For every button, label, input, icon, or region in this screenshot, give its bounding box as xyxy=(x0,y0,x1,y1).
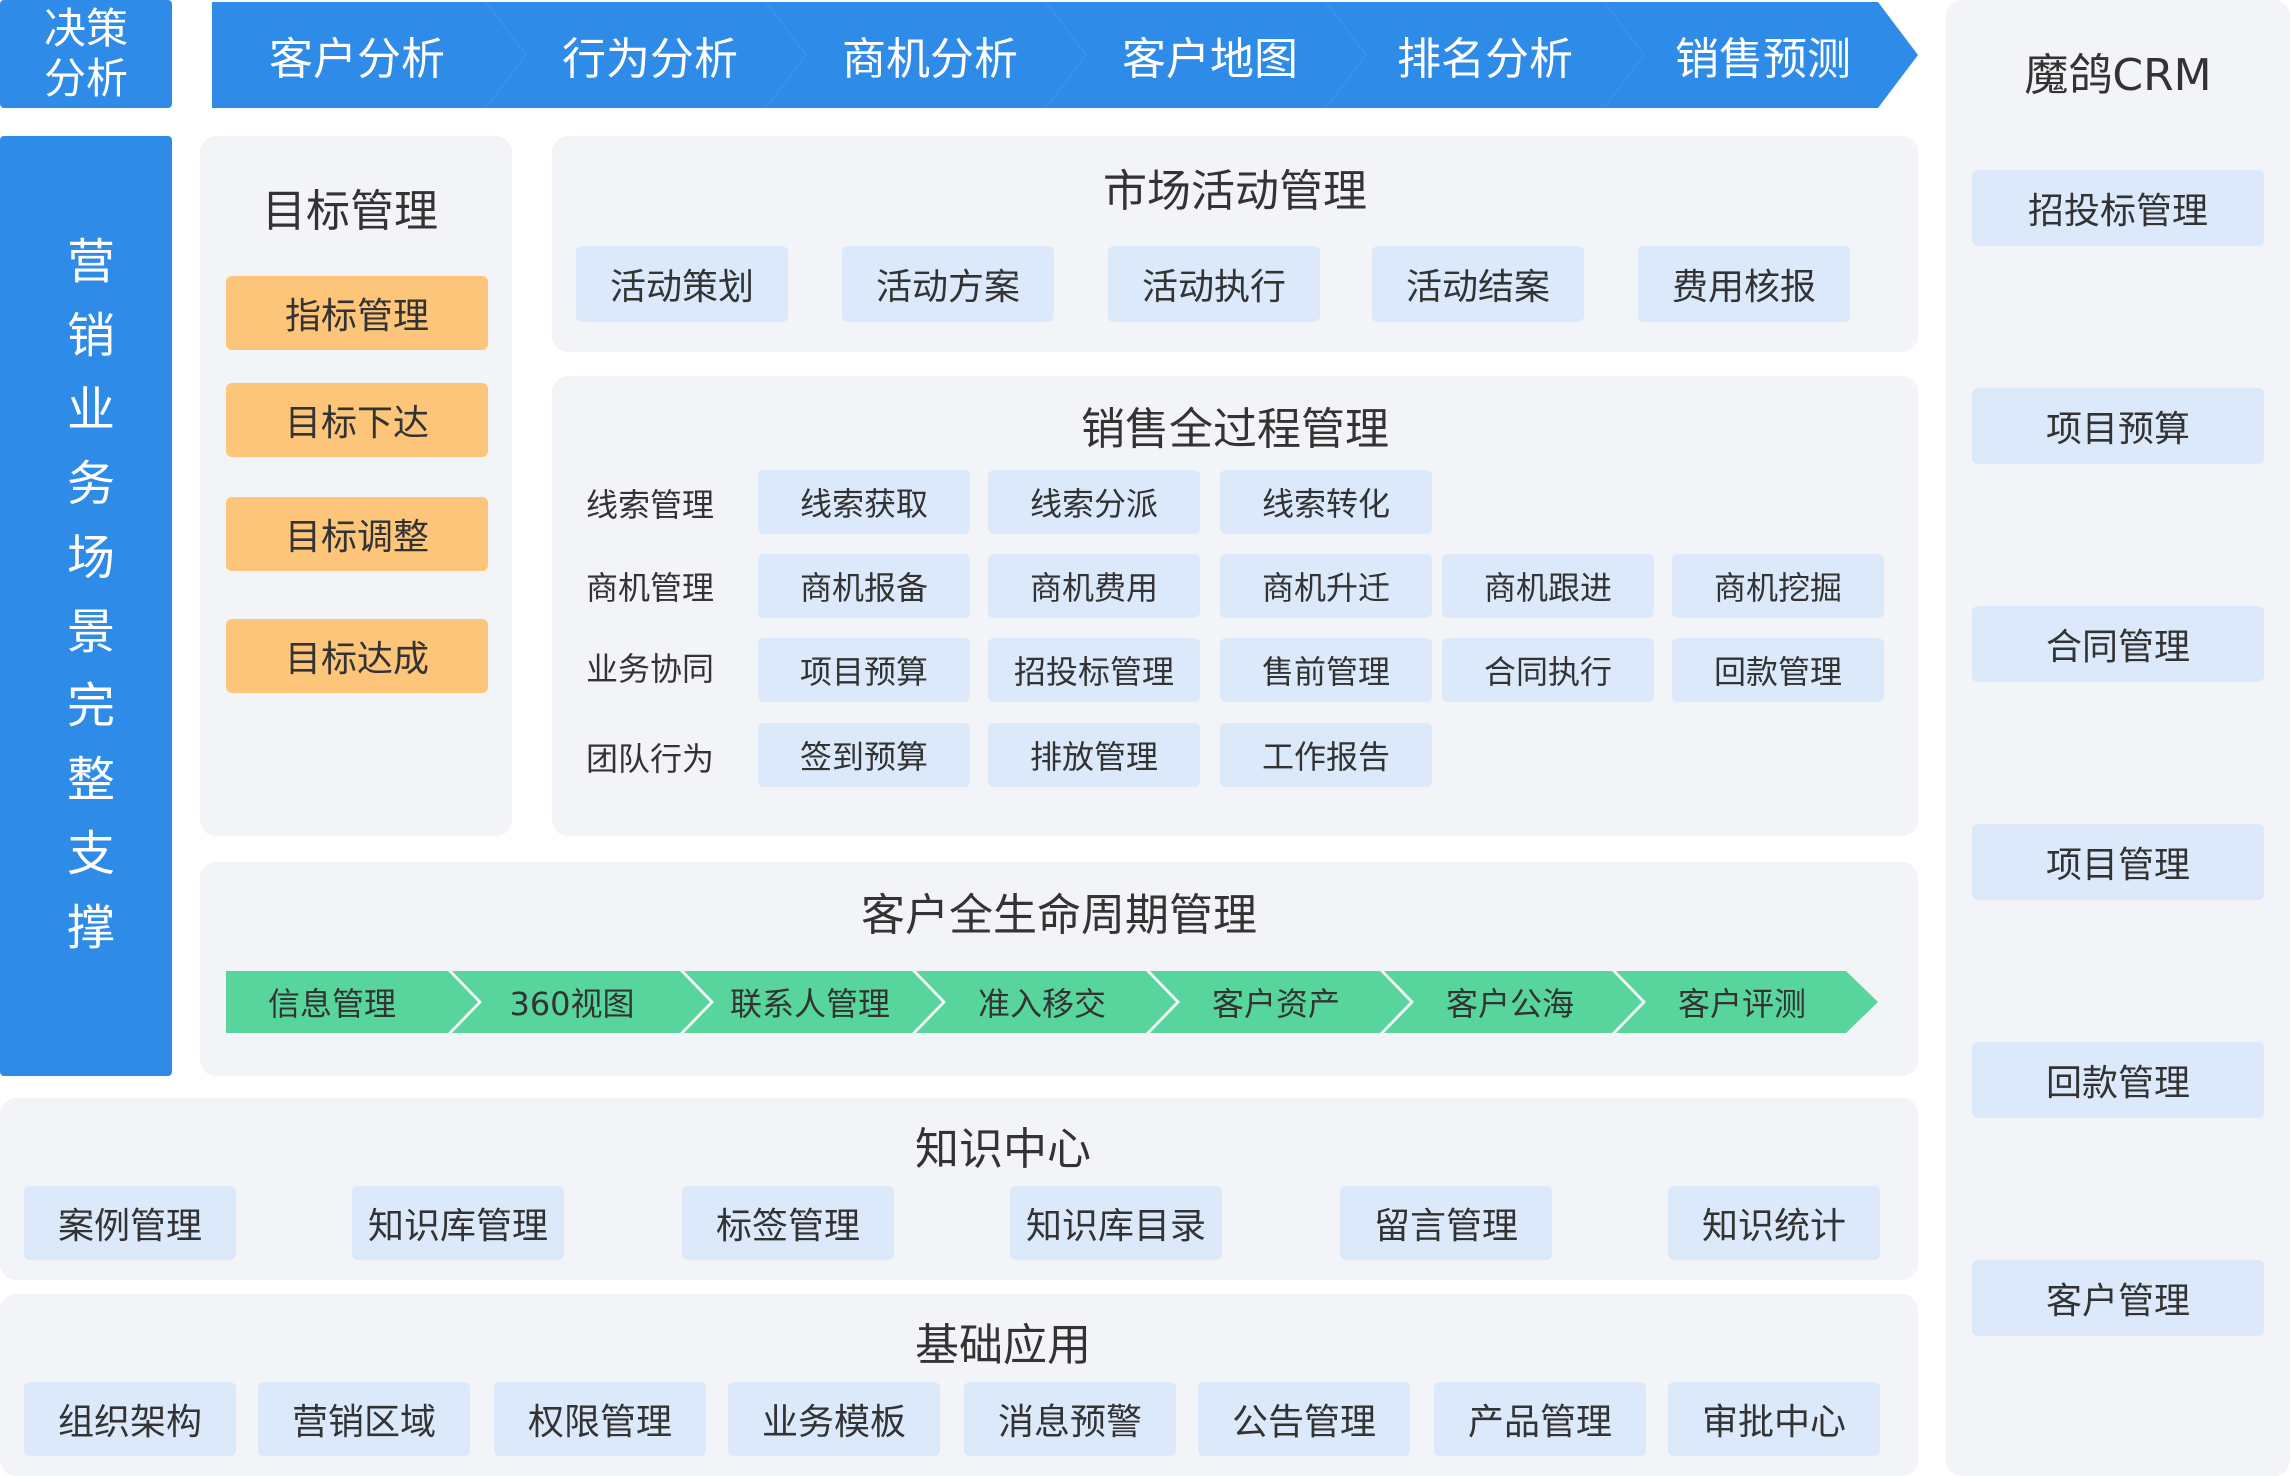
top-flow-arrow-3 xyxy=(766,2,1086,108)
basic-app-item-8[interactable]: 审批中心 xyxy=(1668,1382,1880,1456)
knowledge-item-1[interactable]: 案例管理 xyxy=(24,1186,236,1260)
lifecycle-arrow-7 xyxy=(1616,971,1878,1033)
market-activity-title: 市场活动管理 xyxy=(1103,166,1367,217)
top-flow-arrow-5 xyxy=(1326,2,1644,108)
sales-row1-item-2[interactable]: 线索分派 xyxy=(988,470,1200,534)
decision-label-line2: 分析 xyxy=(43,54,128,103)
market-activity-item-1[interactable]: 活动策划 xyxy=(576,246,788,322)
lifecycle-arrow-3 xyxy=(684,971,942,1033)
market-activity-item-5[interactable]: 费用核报 xyxy=(1638,246,1850,322)
top-flow-arrow-1 xyxy=(212,2,526,108)
lifecycle-arrow-6 xyxy=(1384,971,1642,1033)
market-activity-item-2[interactable]: 活动方案 xyxy=(842,246,1054,322)
sales-row2-item-5[interactable]: 商机挖掘 xyxy=(1672,554,1884,618)
target-item-3[interactable]: 目标调整 xyxy=(226,497,488,571)
sales-row1-item-3[interactable]: 线索转化 xyxy=(1220,470,1432,534)
knowledge-item-3[interactable]: 标签管理 xyxy=(682,1186,894,1260)
sales-row3-item-4[interactable]: 合同执行 xyxy=(1442,638,1654,702)
sales-row4-item-1[interactable]: 签到预算 xyxy=(758,723,970,787)
lifecycle-step-3: 联系人管理 xyxy=(729,985,890,1023)
sales-process-title: 销售全过程管理 xyxy=(1081,404,1389,455)
customer-lifecycle-flow xyxy=(226,971,1878,1033)
customer-lifecycle-panel xyxy=(200,862,1918,1076)
decision-label-line1: 决策 xyxy=(43,4,128,53)
top-flow-label-2: 行为分析 xyxy=(562,34,738,85)
lifecycle-arrow-2 xyxy=(452,971,710,1033)
top-flow-arrow-6 xyxy=(1604,2,1918,108)
target-management-title: 目标管理 xyxy=(262,186,438,237)
sales-row3-item-5[interactable]: 回款管理 xyxy=(1672,638,1884,702)
basic-app-item-6[interactable]: 公告管理 xyxy=(1198,1382,1410,1456)
top-flow-arrows xyxy=(212,2,1918,108)
crm-item-6[interactable]: 客户管理 xyxy=(1972,1260,2264,1336)
basic-app-item-2[interactable]: 营销区域 xyxy=(258,1382,470,1456)
marketing-support-bar: 营销业务场景完整支撑 xyxy=(0,136,172,1076)
customer-lifecycle-title: 客户全生命周期管理 xyxy=(861,890,1257,941)
crm-item-3[interactable]: 合同管理 xyxy=(1972,606,2264,682)
knowledge-item-4[interactable]: 知识库目录 xyxy=(1010,1186,1222,1260)
basic-app-item-4[interactable]: 业务模板 xyxy=(728,1382,940,1456)
lifecycle-step-4: 准入移交 xyxy=(977,985,1106,1023)
basic-app-item-7[interactable]: 产品管理 xyxy=(1434,1382,1646,1456)
top-flow-label-6: 销售预测 xyxy=(1675,34,1851,85)
sales-row4-item-2[interactable]: 排放管理 xyxy=(988,723,1200,787)
sales-row2-item-1[interactable]: 商机报备 xyxy=(758,554,970,618)
crm-item-1[interactable]: 招投标管理 xyxy=(1972,170,2264,246)
target-item-1[interactable]: 指标管理 xyxy=(226,276,488,350)
market-activity-item-4[interactable]: 活动结案 xyxy=(1372,246,1584,322)
basic-apps-title: 基础应用 xyxy=(915,1320,1091,1371)
top-flow-arrow-4 xyxy=(1046,2,1366,108)
top-flow-label-4: 客户地图 xyxy=(1122,34,1298,85)
sales-row-label-4: 团队行为 xyxy=(585,740,714,778)
sales-row2-item-3[interactable]: 商机升迁 xyxy=(1220,554,1432,618)
crm-item-2[interactable]: 项目预算 xyxy=(1972,388,2264,464)
crm-title: 魔鸽CRM xyxy=(2024,50,2212,101)
basic-app-item-5[interactable]: 消息预警 xyxy=(964,1382,1176,1456)
top-flow-label-1: 客户分析 xyxy=(269,34,445,85)
lifecycle-arrow-1 xyxy=(226,971,478,1033)
crm-item-5[interactable]: 回款管理 xyxy=(1972,1042,2264,1118)
sales-row2-item-2[interactable]: 商机费用 xyxy=(988,554,1200,618)
sales-row4-item-3[interactable]: 工作报告 xyxy=(1220,723,1432,787)
knowledge-item-2[interactable]: 知识库管理 xyxy=(352,1186,564,1260)
knowledge-item-6[interactable]: 知识统计 xyxy=(1668,1186,1880,1260)
top-flow-arrow-2 xyxy=(486,2,806,108)
knowledge-center-title: 知识中心 xyxy=(915,1124,1091,1175)
marketing-support-label: 营销业务场景完整支撑 xyxy=(58,236,114,976)
lifecycle-step-7: 客户评测 xyxy=(1677,985,1806,1023)
lifecycle-arrow-4 xyxy=(916,971,1176,1033)
top-flow-label-5: 排名分析 xyxy=(1397,34,1573,85)
crm-item-4[interactable]: 项目管理 xyxy=(1972,824,2264,900)
target-item-4[interactable]: 目标达成 xyxy=(226,619,488,693)
sales-row3-item-1[interactable]: 项目预算 xyxy=(758,638,970,702)
knowledge-item-5[interactable]: 留言管理 xyxy=(1340,1186,1552,1260)
top-flow-label-3: 商机分析 xyxy=(842,34,1018,85)
lifecycle-step-2: 360视图 xyxy=(509,985,635,1023)
lifecycle-step-1: 信息管理 xyxy=(267,985,396,1023)
sales-row3-item-3[interactable]: 售前管理 xyxy=(1220,638,1432,702)
sales-row3-item-2[interactable]: 招投标管理 xyxy=(988,638,1200,702)
lifecycle-step-6: 客户公海 xyxy=(1445,985,1574,1023)
lifecycle-arrow-5 xyxy=(1150,971,1410,1033)
target-management-panel xyxy=(200,136,512,836)
sales-row2-item-4[interactable]: 商机跟进 xyxy=(1442,554,1654,618)
lifecycle-step-5: 客户资产 xyxy=(1211,985,1340,1023)
sales-row-label-1: 线索管理 xyxy=(585,486,714,524)
crm-panel xyxy=(1946,0,2290,1476)
sales-row1-item-1[interactable]: 线索获取 xyxy=(758,470,970,534)
sales-row-label-3: 业务协同 xyxy=(585,650,714,688)
basic-app-item-3[interactable]: 权限管理 xyxy=(494,1382,706,1456)
target-item-2[interactable]: 目标下达 xyxy=(226,383,488,457)
decision-analysis-box: 决策 分析 xyxy=(0,0,172,108)
market-activity-item-3[interactable]: 活动执行 xyxy=(1108,246,1320,322)
knowledge-center-panel xyxy=(0,1098,1918,1280)
basic-app-item-1[interactable]: 组织架构 xyxy=(24,1382,236,1456)
sales-row-label-2: 商机管理 xyxy=(585,569,714,607)
